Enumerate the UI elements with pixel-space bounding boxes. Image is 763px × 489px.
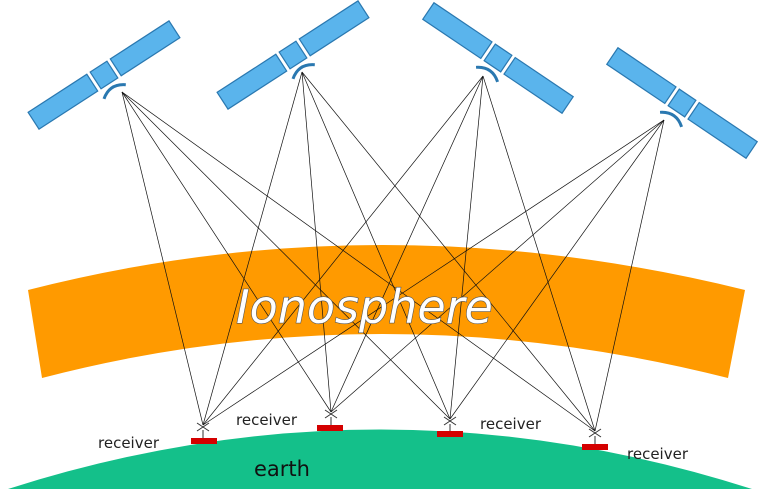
- receiver-station: [582, 428, 608, 450]
- receiver-label: receiver: [98, 434, 160, 452]
- satellite-icon: [216, 0, 370, 110]
- signal-line: [330, 119, 665, 413]
- receiver-label: receiver: [480, 415, 542, 433]
- signal-line: [202, 71, 303, 426]
- antenna-icon: [443, 416, 457, 431]
- signal-line: [330, 75, 484, 413]
- receiver-station: [191, 422, 217, 444]
- receiver-label: receiver: [236, 411, 298, 429]
- signal-line: [449, 75, 484, 420]
- signal-line: [202, 75, 484, 426]
- signal-line: [121, 91, 596, 432]
- receiver-label: receiver: [627, 445, 689, 463]
- ionosphere-label: Ionosphere: [236, 280, 493, 334]
- signal-line: [449, 119, 665, 420]
- signal-line: [301, 71, 332, 413]
- satellite-icon: [421, 1, 575, 115]
- receiver-base: [317, 425, 343, 431]
- receiver-station: [317, 409, 343, 431]
- satellite-icon: [27, 20, 181, 130]
- antenna-icon: [324, 409, 338, 425]
- signal-line: [121, 91, 332, 413]
- signal-line: [482, 75, 596, 432]
- receiver-base: [582, 444, 608, 450]
- receiver-base: [437, 431, 463, 437]
- earth-label: earth: [254, 457, 310, 481]
- antenna-icon: [196, 422, 210, 438]
- earth-surface: [8, 429, 752, 489]
- receiver-base: [191, 438, 217, 444]
- signal-paths: [121, 71, 665, 432]
- signal-line: [202, 119, 665, 426]
- signal-line: [594, 119, 665, 432]
- signal-line: [301, 71, 451, 420]
- signal-line: [301, 71, 596, 432]
- receiver-station: [437, 416, 463, 437]
- signal-line: [121, 91, 451, 420]
- ionosphere-band: [28, 245, 745, 378]
- signal-line: [121, 91, 204, 426]
- antenna-icon: [588, 428, 602, 444]
- satellite-icon: [605, 46, 759, 160]
